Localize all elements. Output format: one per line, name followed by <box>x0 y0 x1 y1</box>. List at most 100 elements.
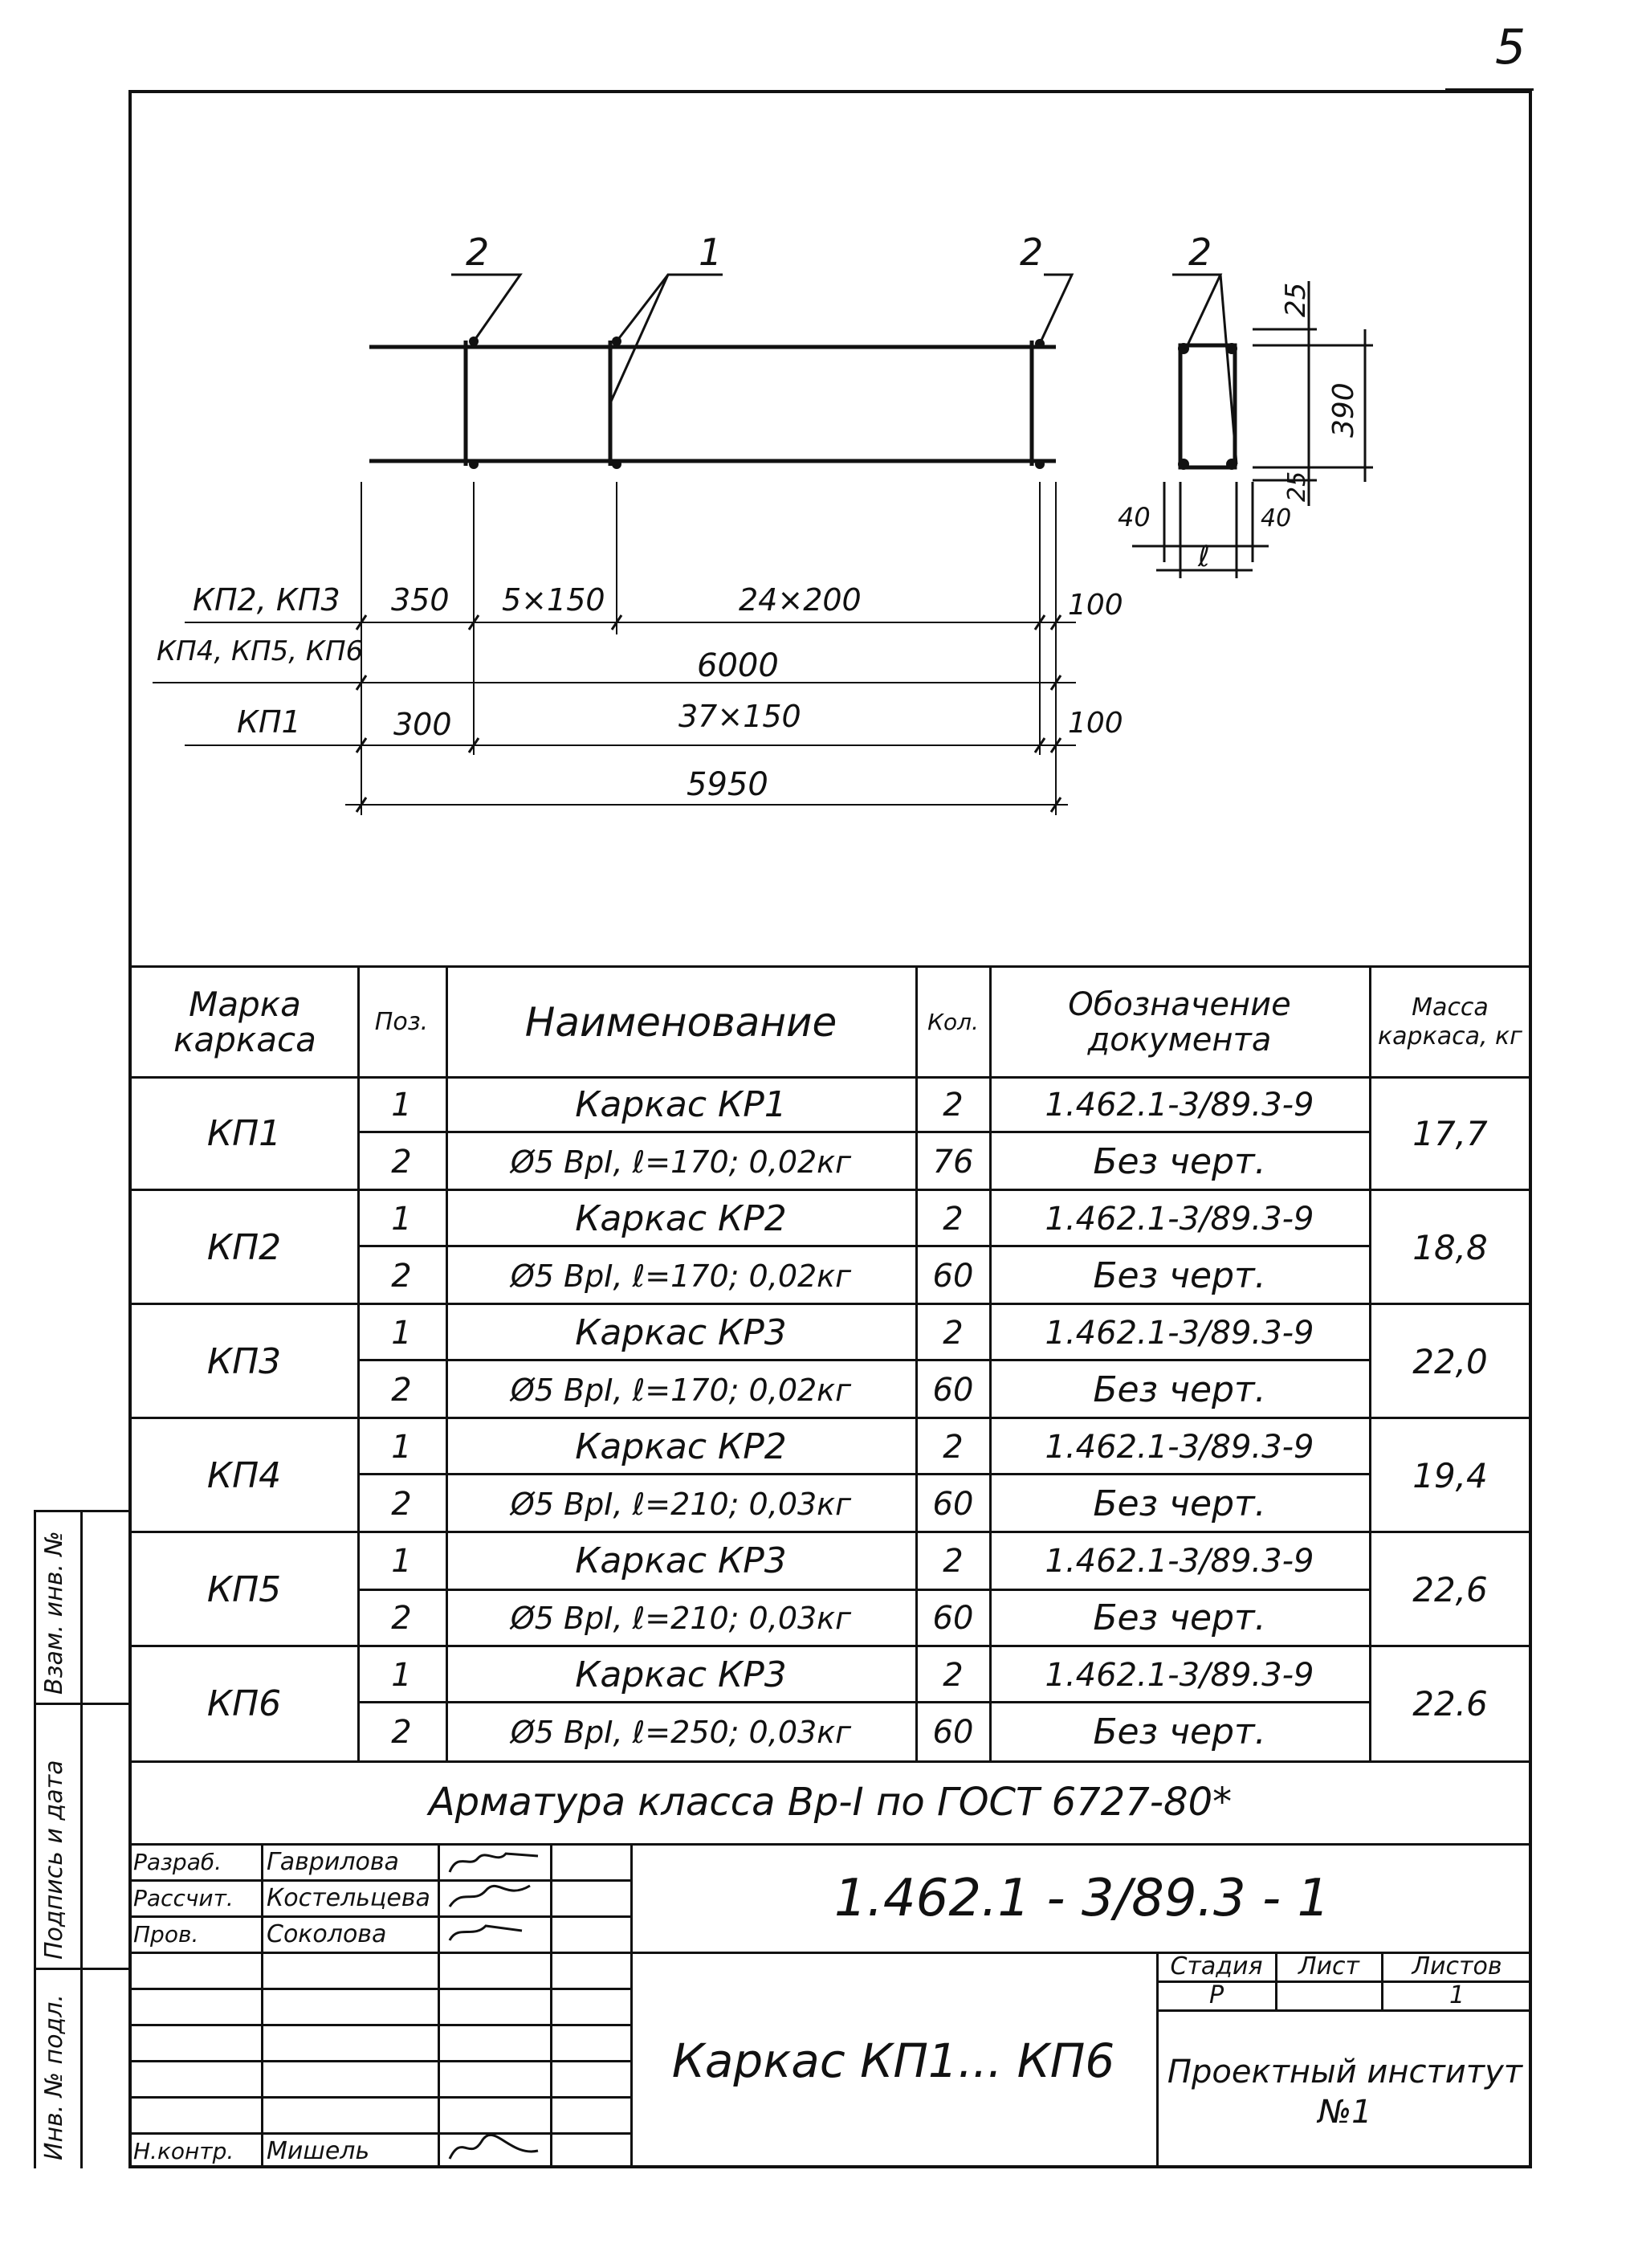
row-mass: 19,4 <box>1412 1455 1488 1495</box>
pos-label-right: 2 <box>1020 230 1043 274</box>
item-doc: Без черт. <box>1093 1597 1266 1638</box>
sheet-label: Лист <box>1298 1952 1360 1980</box>
row-mark: КП5 <box>206 1568 282 1610</box>
stage-value: Р <box>1208 1981 1224 2009</box>
header-doc: Обозначение документа <box>1068 985 1291 1059</box>
item-qty: 2 <box>943 1542 964 1580</box>
dim-350: 350 <box>391 582 450 618</box>
row-marks-kp1: КП1 <box>237 704 301 740</box>
item-qty: 60 <box>932 1371 974 1409</box>
row-mark: КП3 <box>206 1340 282 1382</box>
item-name: Ø5 ВрI, ℓ=210; 0,03кг <box>510 1600 852 1636</box>
dim-100-bottom: 100 <box>1068 707 1123 740</box>
item-qty: 2 <box>943 1656 964 1694</box>
item-name: Ø5 ВрI, ℓ=170; 0,02кг <box>510 1144 852 1180</box>
item-name: Каркас КР2 <box>575 1426 787 1467</box>
item-qty: 2 <box>943 1200 964 1238</box>
section-dim-25-bottom: 25 <box>1283 471 1311 502</box>
row-mark: КП4 <box>206 1454 282 1496</box>
row-marks-kp4-kp6: КП4, КП5, КП6 <box>157 635 363 667</box>
item-pos: 1 <box>391 1656 412 1694</box>
item-doc: 1.462.1-3/89.3-9 <box>1045 1656 1314 1694</box>
stage-label: Стадия <box>1170 1952 1263 1980</box>
item-name: Каркас КР3 <box>575 1312 787 1353</box>
row-mass: 22,0 <box>1412 1341 1488 1381</box>
role-name: Мишель <box>267 2136 370 2165</box>
header-mark: Марка каркаса <box>173 984 316 1059</box>
extension-lines <box>153 482 1076 815</box>
item-name: Каркас КР3 <box>575 1540 787 1581</box>
pos-label-mid: 1 <box>699 230 722 274</box>
dim-37x150: 37×150 <box>678 699 801 734</box>
leaders <box>451 273 1074 404</box>
section-dim-40-right: 40 <box>1261 504 1291 532</box>
item-doc: Без черт. <box>1093 1483 1266 1524</box>
item-pos: 2 <box>391 1143 412 1181</box>
dim-5950: 5950 <box>687 766 768 803</box>
item-qty: 60 <box>932 1713 974 1751</box>
dim-100-top: 100 <box>1068 589 1123 622</box>
row-mass: 22.6 <box>1412 1683 1488 1723</box>
item-doc: 1.462.1-3/89.3-9 <box>1045 1428 1314 1466</box>
item-qty: 2 <box>943 1428 964 1466</box>
stamp-inv-orig: Инв. № подл. <box>40 1994 68 2160</box>
signatures <box>448 1852 539 2160</box>
item-name: Каркас КР1 <box>575 1084 787 1125</box>
item-doc: 1.462.1-3/89.3-9 <box>1045 1086 1314 1124</box>
item-qty: 76 <box>932 1143 974 1181</box>
frame-drawing: 2 1 2 КП2, КП3 КП4, КП5, КП6 КП1 350 5×1… <box>153 230 1373 815</box>
item-pos: 2 <box>391 1485 412 1523</box>
item-doc: 1.462.1-3/89.3-9 <box>1045 1314 1314 1352</box>
section-pos-label: 2 <box>1188 230 1212 274</box>
page-number-line <box>1445 88 1534 91</box>
dim-24x200: 24×200 <box>739 582 862 618</box>
item-qty: 2 <box>943 1314 964 1352</box>
item-pos: 1 <box>391 1200 412 1238</box>
cross-section: 2 25 390 25 40 40 ℓ <box>1118 230 1373 578</box>
item-name: Каркас КР2 <box>575 1198 787 1239</box>
item-doc: Без черт. <box>1093 1141 1266 1182</box>
header-name: Наименование <box>524 998 837 1046</box>
rebar-lines <box>369 341 1056 466</box>
item-name: Ø5 ВрI, ℓ=250; 0,03кг <box>510 1714 852 1750</box>
item-doc: 1.462.1-3/89.3-9 <box>1045 1542 1314 1580</box>
item-doc: Без черт. <box>1093 1711 1266 1752</box>
dim-300: 300 <box>393 707 452 742</box>
pos-label-left: 2 <box>466 230 489 274</box>
row-mass: 17,7 <box>1412 1113 1488 1153</box>
role-name: Соколова <box>267 1919 387 1948</box>
row-mark: КП1 <box>206 1112 282 1154</box>
role-label: Н.контр. <box>133 2137 234 2164</box>
header-qty: Кол. <box>927 1009 979 1035</box>
section-dim-40-left: 40 <box>1118 502 1151 532</box>
sheets-label: Листов <box>1412 1952 1502 1980</box>
item-doc: Без черт. <box>1093 1255 1266 1296</box>
row-marks-kp2-kp3: КП2, КП3 <box>193 582 340 618</box>
row-mark: КП6 <box>206 1683 282 1724</box>
item-pos: 2 <box>391 1713 412 1751</box>
item-doc: 1.462.1-3/89.3-9 <box>1045 1200 1314 1238</box>
dim-6000: 6000 <box>697 647 779 684</box>
item-pos: 1 <box>391 1086 412 1124</box>
item-doc: Без черт. <box>1093 1369 1266 1410</box>
row-mark: КП2 <box>206 1226 282 1268</box>
item-pos: 1 <box>391 1428 412 1466</box>
organization: Проектный институт №1 <box>1167 2054 1523 2131</box>
item-pos: 2 <box>391 1257 412 1295</box>
row-mass: 18,8 <box>1412 1227 1488 1267</box>
weld-dots <box>469 337 1045 469</box>
header-pos: Поз. <box>374 1008 429 1036</box>
page-number: 5 <box>1495 19 1526 75</box>
spec-note: Арматура класса Вр-I по ГОСТ 6727-80* <box>428 1780 1233 1825</box>
role-name: Гаврилова <box>267 1847 399 1876</box>
item-qty: 2 <box>943 1086 964 1124</box>
role-name: Костельцева <box>267 1883 430 1912</box>
item-pos: 1 <box>391 1314 412 1352</box>
section-dim-25-top: 25 <box>1280 283 1312 317</box>
item-name: Ø5 ВрI, ℓ=170; 0,02кг <box>510 1258 852 1294</box>
item-pos: 1 <box>391 1542 412 1580</box>
drawing-frame <box>128 90 1532 2168</box>
role-label: Пров. <box>133 1920 199 1948</box>
stamp-replaced-inv: Взам. инв. № <box>40 1531 68 1695</box>
document-title: Каркас КП1... КП6 <box>671 2033 1115 2088</box>
